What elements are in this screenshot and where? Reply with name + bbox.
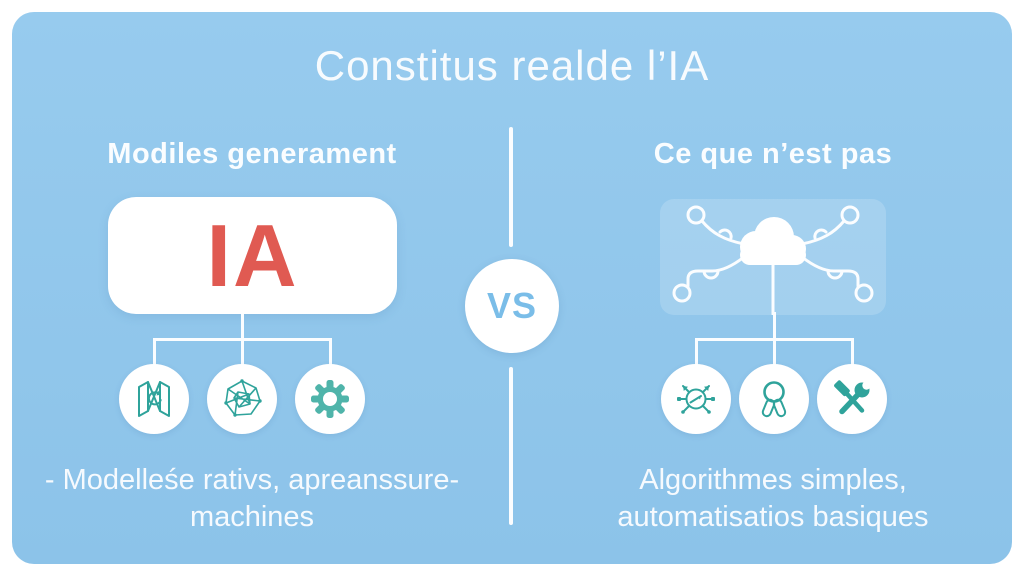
left-tree-drop-2: [240, 338, 244, 366]
right-tree-drop-2: [772, 338, 776, 366]
cloud-card: [660, 199, 886, 315]
gear-icon: [311, 380, 349, 418]
right-caption-line-1: Algorithmes simples,: [639, 464, 907, 496]
divider-line-bottom: [509, 367, 513, 525]
right-tree-drop-1: [694, 338, 698, 366]
right-caption: Algorithmes simples, automatisatios basi…: [563, 462, 983, 536]
icon-circle-ribbon: [739, 364, 809, 434]
ia-card: IA: [108, 197, 397, 314]
icon-circle-tools: [817, 364, 887, 434]
icon-circle-gear: [295, 364, 365, 434]
crossed-tools-icon: [834, 380, 871, 415]
page-title: Constitus realde l’IA: [314, 42, 710, 89]
vs-badge: VS: [465, 259, 559, 353]
left-tree-trunk: [240, 314, 244, 340]
icon-circle-network: [207, 364, 277, 434]
right-tree-drop-3: [850, 338, 854, 366]
left-tree-drop-3: [328, 338, 332, 366]
neural-network-icon: [224, 379, 262, 417]
folded-map-sync-icon: [138, 381, 170, 417]
distributed-nodes-icon: [677, 385, 715, 414]
right-tree-trunk: [772, 312, 776, 340]
left-column-heading: Modiles generament: [107, 138, 397, 170]
ia-card-label: IA: [206, 205, 299, 305]
panel-background: Constitus realde l’IA Modiles generament…: [12, 12, 1012, 564]
icon-circle-map: [119, 364, 189, 434]
right-caption-line-2: automatisatios basiques: [617, 501, 929, 533]
left-tree-drop-1: [152, 338, 156, 366]
cloud-network-icon: [672, 205, 874, 315]
left-caption: - Modelleśe rativs, apreanssure- machine…: [32, 462, 472, 536]
award-ribbon-icon: [761, 381, 787, 418]
right-column-heading: Ce que n’est pas: [653, 138, 893, 170]
vs-label: VS: [486, 285, 538, 326]
left-caption-line-1: - Modelleśe rativs, apreanssure-: [44, 464, 460, 496]
divider-line-top: [509, 127, 513, 247]
left-caption-line-2: machines: [189, 501, 315, 533]
icon-circle-distributed: [661, 364, 731, 434]
